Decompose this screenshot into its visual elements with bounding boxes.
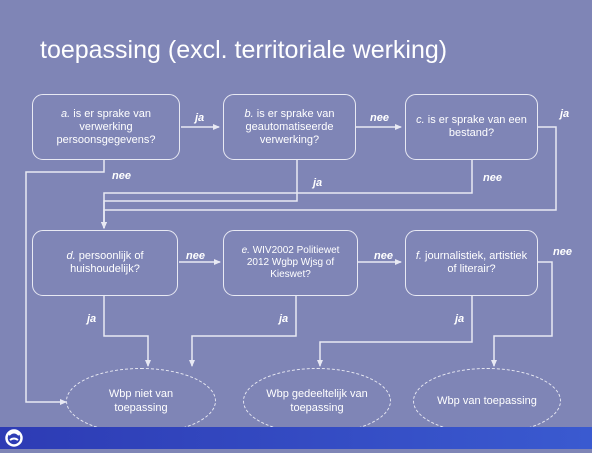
outcome-applicable: Wbp van toepassing: [413, 368, 561, 434]
question-box-a: a. is er sprake van verwerking persoonsg…: [32, 94, 180, 160]
edge-f-out2: [317, 296, 473, 367]
question-letter-a: a.: [61, 107, 71, 120]
edge-label-e-f: nee: [374, 250, 393, 262]
question-letter-c: c.: [416, 114, 425, 126]
question-text-c: is er sprake van een bestand?: [427, 114, 527, 139]
edge-label-d-out1: ja: [87, 313, 97, 325]
edge-label-c-d: ja: [560, 108, 570, 120]
edge-f-out3: [491, 261, 553, 367]
edge-label-f-out3: nee: [553, 246, 572, 258]
edge-a-out1: [25, 160, 105, 405]
edge-label-b-c: nee: [370, 112, 389, 124]
question-letter-e: e.: [241, 245, 250, 256]
slide-title: toepassing (excl. territoriale werking): [40, 36, 448, 64]
edge-label-c-d-nee: nee: [483, 172, 502, 184]
question-text-d: persoonlijk of huishoudelijk?: [70, 250, 144, 275]
edge-c-d-nee: [101, 160, 473, 229]
edge-label-e-out1: ja: [279, 313, 289, 325]
edge-label-a-b: ja: [195, 112, 205, 124]
question-letter-f: f.: [415, 250, 422, 262]
question-text-a: is er sprake van verwerking persoonsgege…: [56, 107, 156, 146]
question-box-d: d. persoonlijk of huishoudelijk?: [32, 230, 178, 296]
outcome-text-3: Wbp van toepassing: [437, 395, 537, 407]
outcome-partially-applicable: Wbp gedeeltelijk van toepassing: [243, 368, 391, 434]
edge-label-f-out2: ja: [455, 313, 465, 325]
question-letter-b: b.: [244, 107, 254, 120]
question-box-b: b. is er sprake van geautomatiseerde ver…: [223, 94, 356, 160]
edge-label-b-d: ja: [313, 177, 323, 189]
question-box-f: f. journalistiek, artistiek of literair?: [405, 230, 538, 296]
question-box-e: e. WIV2002 Politiewet 2012 Wgbp Wjsg of …: [223, 230, 358, 296]
outcome-text-2: Wbp gedeeltelijk van toepassing: [266, 388, 368, 414]
question-text-b: is er sprake van geautomatiseerde verwer…: [245, 107, 335, 146]
edge-e-out1: [189, 296, 297, 367]
edge-label-d-e: nee: [186, 250, 205, 262]
outcome-not-applicable: Wbp niet van toepassing: [66, 368, 216, 434]
question-letter-d: d.: [66, 250, 76, 262]
edge-label-a-out1: nee: [112, 170, 131, 182]
question-text-e: WIV2002 Politiewet 2012 Wgbp Wjsg of Kie…: [246, 245, 340, 280]
edge-d-out1: [103, 296, 151, 367]
edge-b-d: [101, 160, 298, 229]
footer-bar: [0, 427, 592, 449]
question-box-c: c. is er sprake van een bestand?: [405, 94, 538, 160]
logo-icon: [4, 428, 26, 453]
question-text-f: journalistiek, artistiek of literair?: [425, 250, 528, 275]
outcome-text-1: Wbp niet van toepassing: [108, 388, 174, 414]
